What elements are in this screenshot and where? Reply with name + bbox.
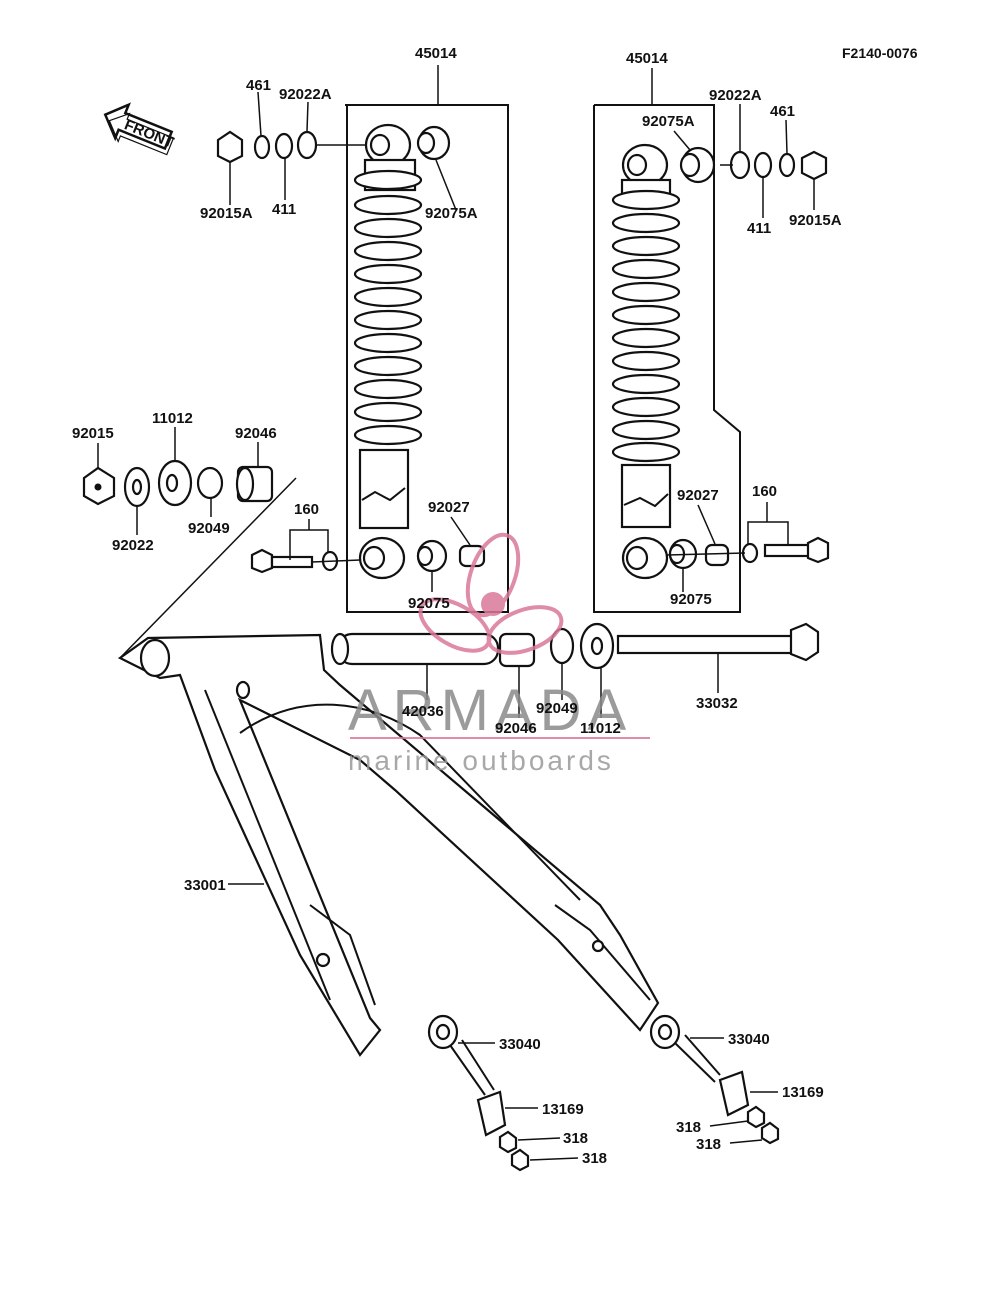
left-pivot-parts — [82, 427, 274, 535]
label-92022: 92022 — [112, 537, 154, 554]
label-160-right: 160 — [752, 483, 777, 500]
label-92046-bottom: 92046 — [495, 720, 537, 737]
label-92046-top: 92046 — [235, 425, 277, 442]
left-shock-spring — [353, 169, 423, 446]
label-92015A-left: 92015A — [200, 205, 253, 222]
label-92027-right: 92027 — [677, 487, 719, 504]
label-318-right-a: 318 — [676, 1119, 701, 1136]
label-92075-left: 92075 — [408, 595, 450, 612]
label-brackets — [289, 502, 789, 592]
left-top-hardware — [216, 91, 457, 211]
label-92075A-left: 92075A — [425, 205, 478, 222]
label-33040-right: 33040 — [728, 1031, 770, 1048]
pivot-shaft-parts — [330, 622, 820, 718]
watermark-subtitle: marine outboards — [348, 745, 614, 776]
label-461-left: 461 — [246, 77, 271, 94]
propeller-logo-icon — [418, 532, 564, 655]
right-chain-adjuster — [649, 1014, 780, 1145]
right-top-hardware — [673, 104, 828, 218]
label-45014-right: 45014 — [626, 50, 668, 67]
front-arrow-icon: FRONT — [103, 102, 176, 156]
label-92075-right: 92075 — [670, 591, 712, 608]
label-13169-left: 13169 — [542, 1101, 584, 1118]
label-92022A-left: 92022A — [279, 86, 332, 103]
label-92049-top: 92049 — [188, 520, 230, 537]
label-33032: 33032 — [696, 695, 738, 712]
label-92075A-right: 92075A — [642, 113, 695, 130]
label-461-right: 461 — [770, 103, 795, 120]
label-11012-bottom: 11012 — [580, 720, 621, 737]
label-42036: 42036 — [402, 703, 444, 720]
label-318-left-b: 318 — [582, 1150, 607, 1167]
label-45014-left: 45014 — [415, 45, 457, 62]
label-92049-bottom: 92049 — [536, 700, 578, 717]
label-33040-left: 33040 — [499, 1036, 541, 1053]
right-shock-spring — [611, 189, 681, 463]
label-411-left: 411 — [272, 201, 296, 218]
label-33001: 33001 — [184, 877, 226, 894]
watermark: ARMADA marine outboards — [348, 532, 650, 776]
label-92027-left: 92027 — [428, 499, 470, 516]
label-318-right-b: 318 — [696, 1136, 721, 1153]
swingarm — [117, 477, 660, 1057]
left-shock-absorber-group — [250, 65, 509, 613]
diagram-code: F2140-0076 — [842, 45, 918, 61]
right-shock-absorber-group — [593, 68, 830, 613]
watermark-brand: ARMADA — [348, 678, 632, 743]
label-92015: 92015 — [72, 425, 114, 442]
label-318-left-a: 318 — [563, 1130, 588, 1147]
label-92015A-right: 92015A — [789, 212, 842, 229]
label-92022A-right: 92022A — [709, 87, 762, 104]
label-411-right: 411 — [747, 220, 771, 237]
left-chain-adjuster — [427, 1014, 579, 1172]
part-labels: 45014 45014 461 92022A 92015A 411 92075A… — [72, 45, 842, 1167]
label-160-left: 160 — [294, 501, 319, 518]
label-13169-right: 13169 — [782, 1084, 824, 1101]
label-11012-top: 11012 — [152, 410, 193, 427]
